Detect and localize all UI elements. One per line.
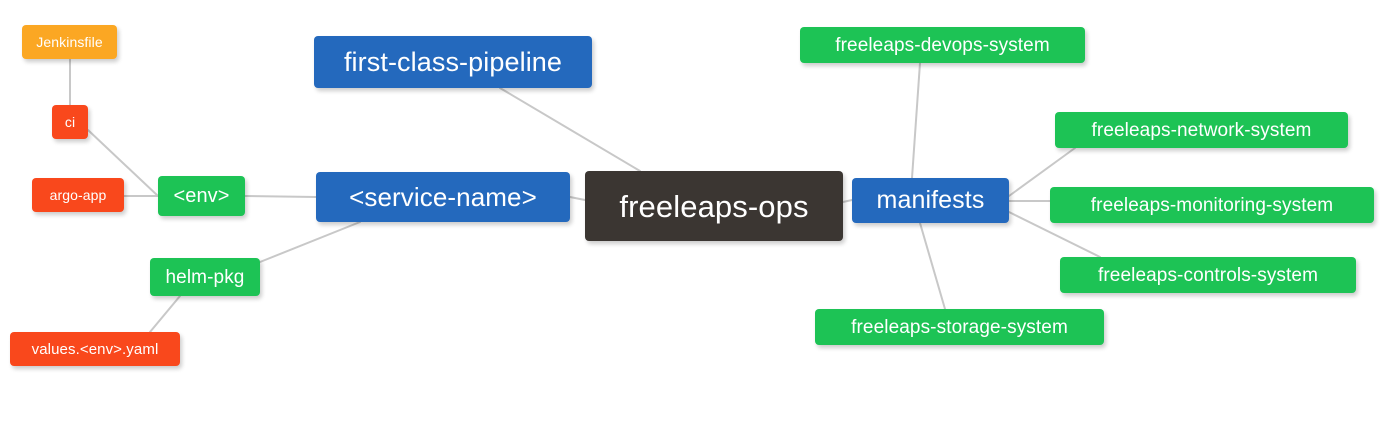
node-manifests[interactable]: manifests <box>852 178 1009 223</box>
node-label: freeleaps-controls-system <box>1097 264 1319 286</box>
edge-service-name-to-freeleaps-ops <box>569 196 586 201</box>
node-label: freeleaps-storage-system <box>851 316 1068 338</box>
node-label: helm-pkg <box>165 266 245 288</box>
node-service-name[interactable]: <service-name> <box>316 172 570 222</box>
node-label: ci <box>64 114 76 130</box>
node-freeleaps-devops-system[interactable]: freeleaps-devops-system <box>800 27 1085 63</box>
node-freeleaps-controls-system[interactable]: freeleaps-controls-system <box>1060 257 1356 293</box>
node-label: freeleaps-monitoring-system <box>1090 194 1334 216</box>
edge-first-class-pipeline-to-freeleaps-ops <box>499 87 641 172</box>
node-env[interactable]: <env> <box>158 176 245 216</box>
node-freeleaps-storage-system[interactable]: freeleaps-storage-system <box>815 309 1104 345</box>
edge-freeleaps-ops-to-manifests <box>842 199 853 203</box>
node-values-yaml[interactable]: values.<env>.yaml <box>10 332 180 366</box>
node-freeleaps-monitoring-system[interactable]: freeleaps-monitoring-system <box>1050 187 1374 223</box>
node-label: manifests <box>876 186 985 214</box>
node-first-class-pipeline[interactable]: first-class-pipeline <box>314 36 592 88</box>
node-label: values.<env>.yaml <box>31 340 159 358</box>
edge-freeleaps-devops-system-to-manifests <box>911 62 921 179</box>
node-label: Jenkinsfile <box>36 34 103 50</box>
edge-helm-pkg-to-service-name <box>259 221 361 263</box>
node-freeleaps-ops[interactable]: freeleaps-ops <box>585 171 843 241</box>
node-ci[interactable]: ci <box>52 105 88 139</box>
node-label: freeleaps-ops <box>619 188 809 224</box>
node-label: first-class-pipeline <box>343 46 563 77</box>
edge-env-to-service-name <box>244 195 317 198</box>
edge-freeleaps-storage-system-to-manifests <box>919 222 946 310</box>
node-label: freeleaps-network-system <box>1091 119 1312 141</box>
node-label: argo-app <box>49 187 107 203</box>
node-label: <env> <box>173 185 230 207</box>
edge-values-yaml-to-helm-pkg <box>149 295 181 333</box>
node-helm-pkg[interactable]: helm-pkg <box>150 258 260 296</box>
node-label: <service-name> <box>349 182 537 212</box>
node-freeleaps-network-system[interactable]: freeleaps-network-system <box>1055 112 1348 148</box>
node-argo-app[interactable]: argo-app <box>32 178 124 212</box>
node-jenkinsfile[interactable]: Jenkinsfile <box>22 25 117 59</box>
node-label: freeleaps-devops-system <box>835 34 1050 56</box>
